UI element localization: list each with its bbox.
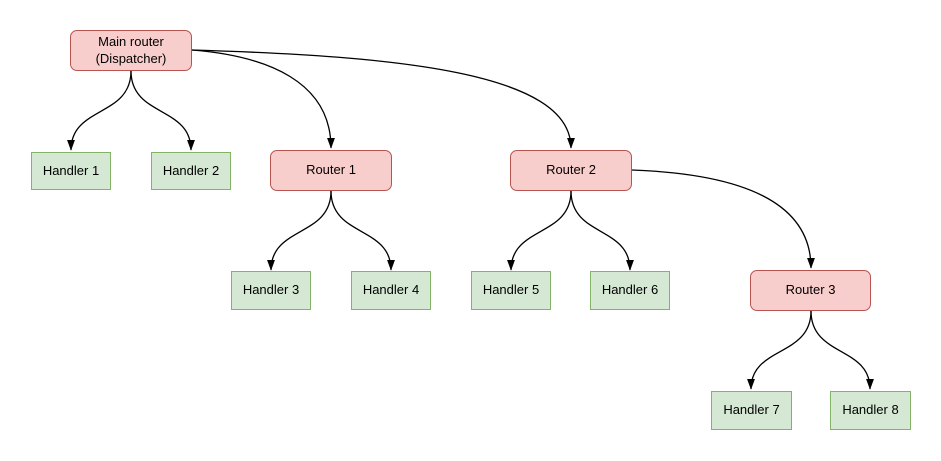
edge-router-1-to-handler-3 xyxy=(267,190,332,271)
edge-router-3-to-handler-7 xyxy=(747,310,812,390)
node-router-1: Router 1 xyxy=(270,150,392,191)
node-main-router: Main router (Dispatcher) xyxy=(70,30,192,71)
node-handler-6: Handler 6 xyxy=(590,271,670,310)
edge-main-router-to-handler-1 xyxy=(67,70,132,151)
node-handler-1: Handler 1 xyxy=(31,152,111,190)
edge-router-2-to-router-3 xyxy=(631,169,815,269)
node-router-3: Router 3 xyxy=(750,270,871,311)
node-handler-5: Handler 5 xyxy=(471,271,551,310)
edge-router-3-to-handler-8 xyxy=(810,310,874,390)
node-handler-3: Handler 3 xyxy=(231,271,311,310)
node-handler-8: Handler 8 xyxy=(830,391,911,430)
edge-router-2-to-handler-6 xyxy=(570,190,634,271)
node-router-2: Router 2 xyxy=(510,150,632,191)
edge-main-router-to-router-1 xyxy=(191,49,335,149)
node-handler-7: Handler 7 xyxy=(711,391,792,430)
edge-main-router-to-router-2 xyxy=(191,49,575,149)
edge-main-router-to-handler-2 xyxy=(130,70,195,151)
edge-router-1-to-handler-4 xyxy=(330,190,395,271)
node-handler-2: Handler 2 xyxy=(151,152,231,190)
edge-router-2-to-handler-5 xyxy=(507,190,572,271)
node-handler-4: Handler 4 xyxy=(351,271,431,310)
